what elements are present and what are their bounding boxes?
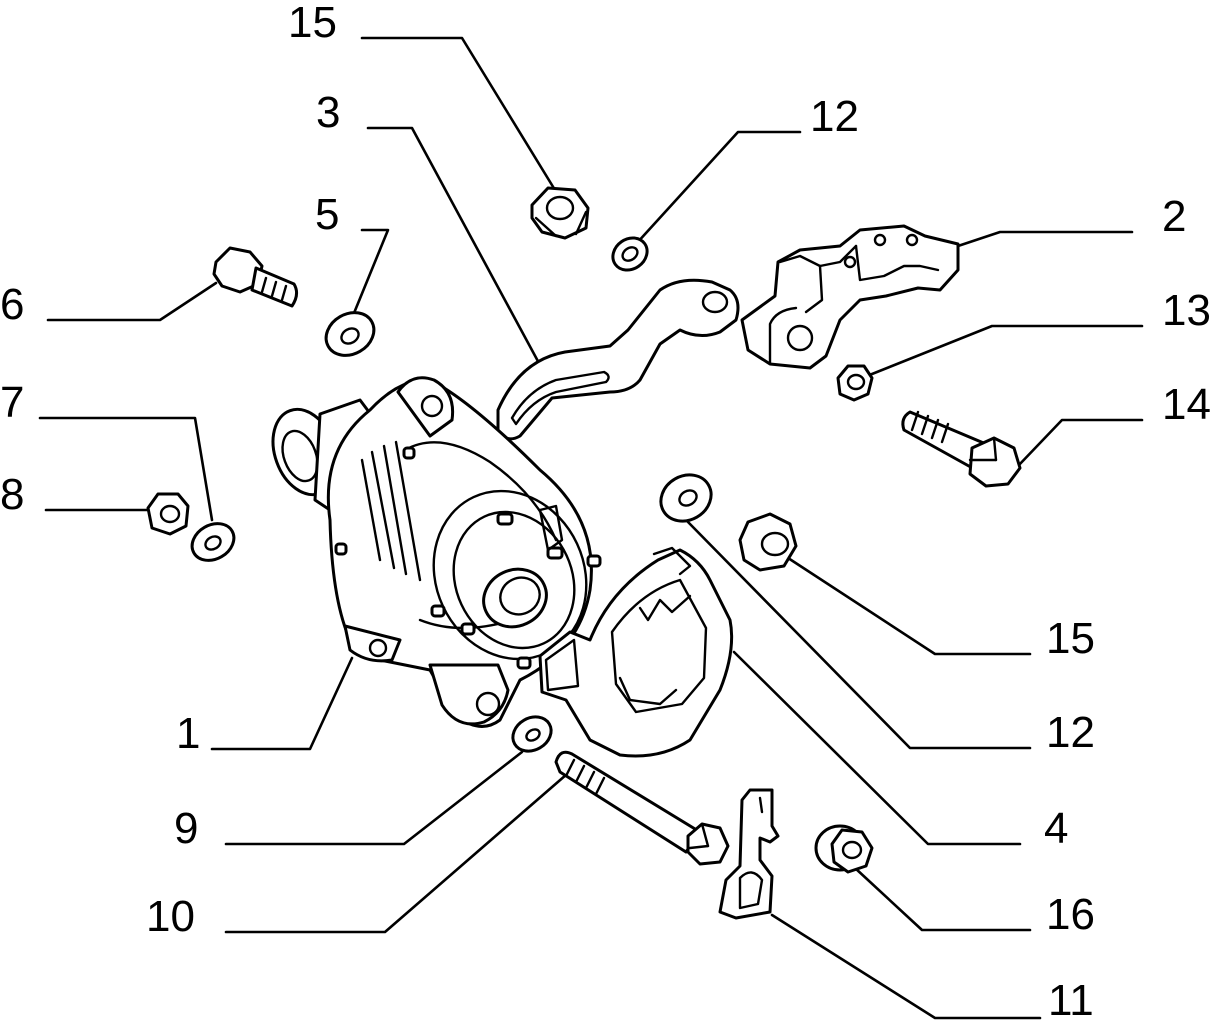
leader-3: [366, 126, 542, 367]
callout-6: 6: [0, 280, 24, 329]
leader-2: [953, 230, 1134, 249]
callout-8: 8: [0, 470, 24, 519]
washer-icon: [190, 522, 236, 562]
callout-15-mid: 15: [1046, 614, 1095, 663]
callout-12-mid: 12: [1046, 708, 1095, 757]
callout-13: 13: [1162, 286, 1211, 335]
small-nut-icon: [836, 364, 874, 402]
callout-15-top: 15: [288, 0, 337, 47]
leader-16: [853, 866, 1032, 932]
rear-cover-icon: [538, 546, 734, 758]
leader-7: [38, 416, 214, 522]
leader-4: [732, 650, 1022, 846]
leader-5: [350, 228, 390, 320]
leader-10: [224, 766, 576, 934]
washer-icon: [324, 311, 376, 357]
hex-nut-icon: [530, 186, 590, 240]
callout-3: 3: [316, 88, 340, 137]
adjusting-bracket-icon: [496, 278, 740, 441]
callout-16: 16: [1046, 890, 1095, 939]
washer-icon: [611, 236, 649, 272]
leader-14: [1016, 418, 1144, 468]
leader-15-top: [360, 36, 557, 192]
leader-6: [46, 281, 218, 322]
callout-12-top: 12: [810, 92, 859, 141]
leader-11: [770, 913, 1042, 1020]
leader-12-top: [634, 130, 802, 246]
leader-9: [224, 750, 524, 846]
callout-9: 9: [174, 804, 198, 853]
bolt-icon: [212, 246, 299, 308]
mounting-bracket-icon: [740, 224, 960, 370]
leader-15-mid: [783, 554, 1032, 656]
alternator-icon: [271, 376, 602, 728]
callout-1: 1: [176, 709, 200, 758]
callout-11: 11: [1048, 976, 1094, 1020]
callout-2: 2: [1162, 192, 1186, 241]
clip-icon: [718, 788, 780, 920]
leader-13: [860, 324, 1144, 380]
hex-nut-icon: [738, 512, 798, 572]
leader-12-mid: [686, 520, 1032, 750]
washer-icon: [659, 473, 713, 523]
through-bolt-icon: [554, 750, 730, 866]
nut-icon: [146, 492, 190, 536]
callout-10: 10: [146, 892, 195, 941]
callout-4: 4: [1044, 804, 1068, 853]
long-bolt-icon: [901, 410, 1022, 488]
leader-lines: [38, 36, 1144, 1020]
callout-5: 5: [315, 190, 339, 239]
callout-7: 7: [0, 378, 24, 427]
washer-icon: [511, 715, 553, 753]
leader-1: [210, 656, 354, 751]
callout-14: 14: [1162, 380, 1211, 429]
flange-nut-icon: [814, 824, 874, 874]
